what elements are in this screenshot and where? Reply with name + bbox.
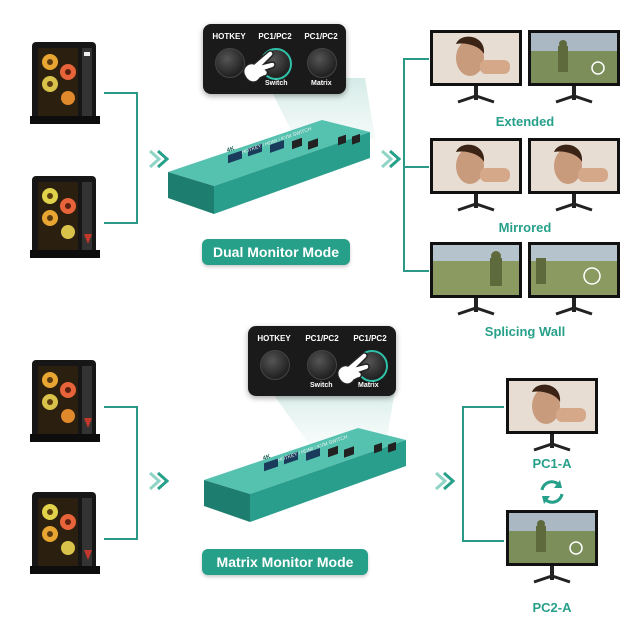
connector-line xyxy=(136,92,138,224)
pc-tower-3 xyxy=(30,360,100,442)
kvm-switch-device xyxy=(204,428,406,522)
pc1pc2-label: PC1/PC2 xyxy=(258,32,292,41)
pc1pc2-label: PC1/PC2 xyxy=(304,32,338,41)
monitor-pc2-a xyxy=(506,510,598,595)
chevron-right-icon xyxy=(435,471,456,491)
pointing-hand-icon xyxy=(336,352,370,385)
switch-button[interactable] xyxy=(307,350,337,380)
monitor-extended-left xyxy=(430,30,522,115)
caption-pc2-a: PC2-A xyxy=(532,600,572,615)
caption-extended: Extended xyxy=(495,114,555,129)
monitor-mirrored-left xyxy=(430,138,522,223)
connector-line xyxy=(462,406,504,408)
chevron-right-icon xyxy=(149,471,170,491)
pc-tower-4 xyxy=(30,492,100,574)
hotkey-label: HOTKEY xyxy=(257,334,291,343)
monitor-extended-right xyxy=(528,30,620,115)
switch-label: Switch xyxy=(265,80,288,87)
pc1pc2-label: PC1/PC2 xyxy=(353,334,387,343)
monitor-splicing-right xyxy=(528,242,620,327)
connector-line xyxy=(104,538,136,540)
caption-pc1-a: PC1-A xyxy=(532,456,572,471)
connector-line xyxy=(104,92,136,94)
switch-label: Switch xyxy=(310,382,333,389)
matrix-button[interactable] xyxy=(307,48,337,78)
pointing-hand-icon xyxy=(242,50,276,83)
matrix-label: Matrix xyxy=(311,80,332,87)
monitor-pc1-a xyxy=(506,378,598,463)
connector-line xyxy=(136,406,138,540)
pc-tower-1 xyxy=(30,42,100,124)
chevron-right-icon xyxy=(381,149,402,169)
caption-mirrored: Mirrored xyxy=(498,220,552,235)
matrix-monitor-mode-label: Matrix Monitor Mode xyxy=(202,549,368,575)
dual-monitor-mode-label: Dual Monitor Mode xyxy=(202,239,350,265)
swap-arrows-icon xyxy=(540,480,564,504)
hotkey-button[interactable] xyxy=(215,48,245,78)
connector-line xyxy=(462,406,464,542)
caption-splicing-wall: Splicing Wall xyxy=(484,324,566,339)
hotkey-label: HOTKEY xyxy=(212,32,246,41)
connector-line xyxy=(104,222,136,224)
control-panel-top: HOTKEY PC1/PC2 PC1/PC2 Switch Matrix xyxy=(203,24,346,94)
control-panel-bottom: HOTKEY PC1/PC2 PC1/PC2 Switch Matrix xyxy=(248,326,396,396)
monitor-splicing-left xyxy=(430,242,522,327)
chevron-right-icon xyxy=(149,149,170,169)
kvm-switch-device xyxy=(168,120,370,214)
connector-line xyxy=(403,270,429,272)
hotkey-button[interactable] xyxy=(260,350,290,380)
pc1pc2-label: PC1/PC2 xyxy=(305,334,339,343)
connector-line xyxy=(104,406,136,408)
matrix-label: Matrix xyxy=(358,382,379,389)
connector-line xyxy=(462,540,504,542)
connector-line xyxy=(403,58,429,60)
monitor-mirrored-right xyxy=(528,138,620,223)
pc-tower-2 xyxy=(30,176,100,258)
connector-line xyxy=(403,166,429,168)
connector-line xyxy=(403,58,405,270)
